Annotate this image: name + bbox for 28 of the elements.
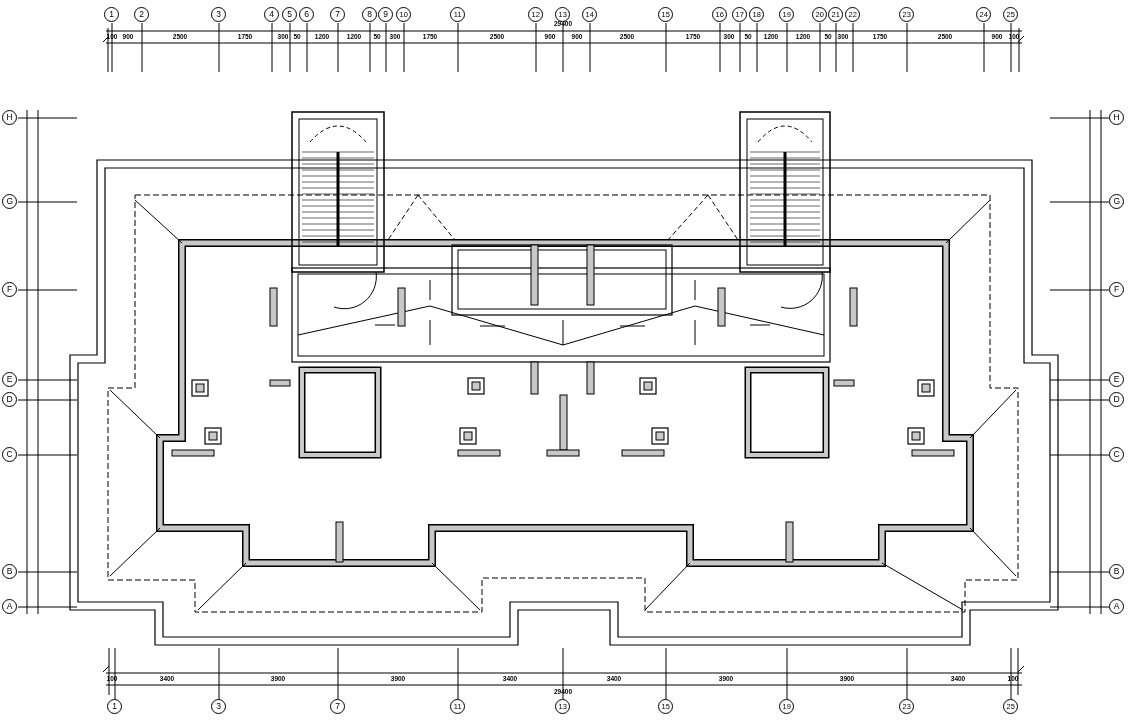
grid-bubble: D: [1109, 392, 1125, 408]
grid-bubble: 3: [211, 699, 227, 715]
grid-bubble: 4: [264, 7, 280, 23]
grid-bubble: A: [1109, 599, 1125, 615]
grid-bubble: C: [1109, 447, 1125, 463]
grid-bubble: H: [1109, 110, 1125, 126]
grid-bubble: 2: [134, 7, 150, 23]
grid-bubble: 1: [107, 699, 123, 715]
grid-bubble: G: [1109, 194, 1125, 210]
grid-bubble: H: [2, 110, 18, 126]
grid-bubble: E: [2, 372, 18, 388]
grid-bubble: D: [2, 392, 18, 408]
grid-bubble: 7: [330, 699, 346, 715]
grid-bubble: 3: [211, 7, 227, 23]
grid-bubble: C: [2, 447, 18, 463]
grid-bubble: B: [2, 564, 18, 580]
grid-bubble: 5: [282, 7, 298, 23]
grid-bubble: 8: [362, 7, 378, 23]
grid-bubble: G: [2, 194, 18, 210]
grid-bubble: F: [2, 282, 18, 298]
grid-bubble: 6: [299, 7, 315, 23]
grid-bubble: 9: [378, 7, 394, 23]
grid-bubble: B: [1109, 564, 1125, 580]
grid-bubble: 1: [104, 7, 120, 23]
grid-bubble: A: [2, 599, 18, 615]
grid-bubble: 7: [330, 7, 346, 23]
grid-bubble: E: [1109, 372, 1125, 388]
grid-bubble: F: [1109, 282, 1125, 298]
